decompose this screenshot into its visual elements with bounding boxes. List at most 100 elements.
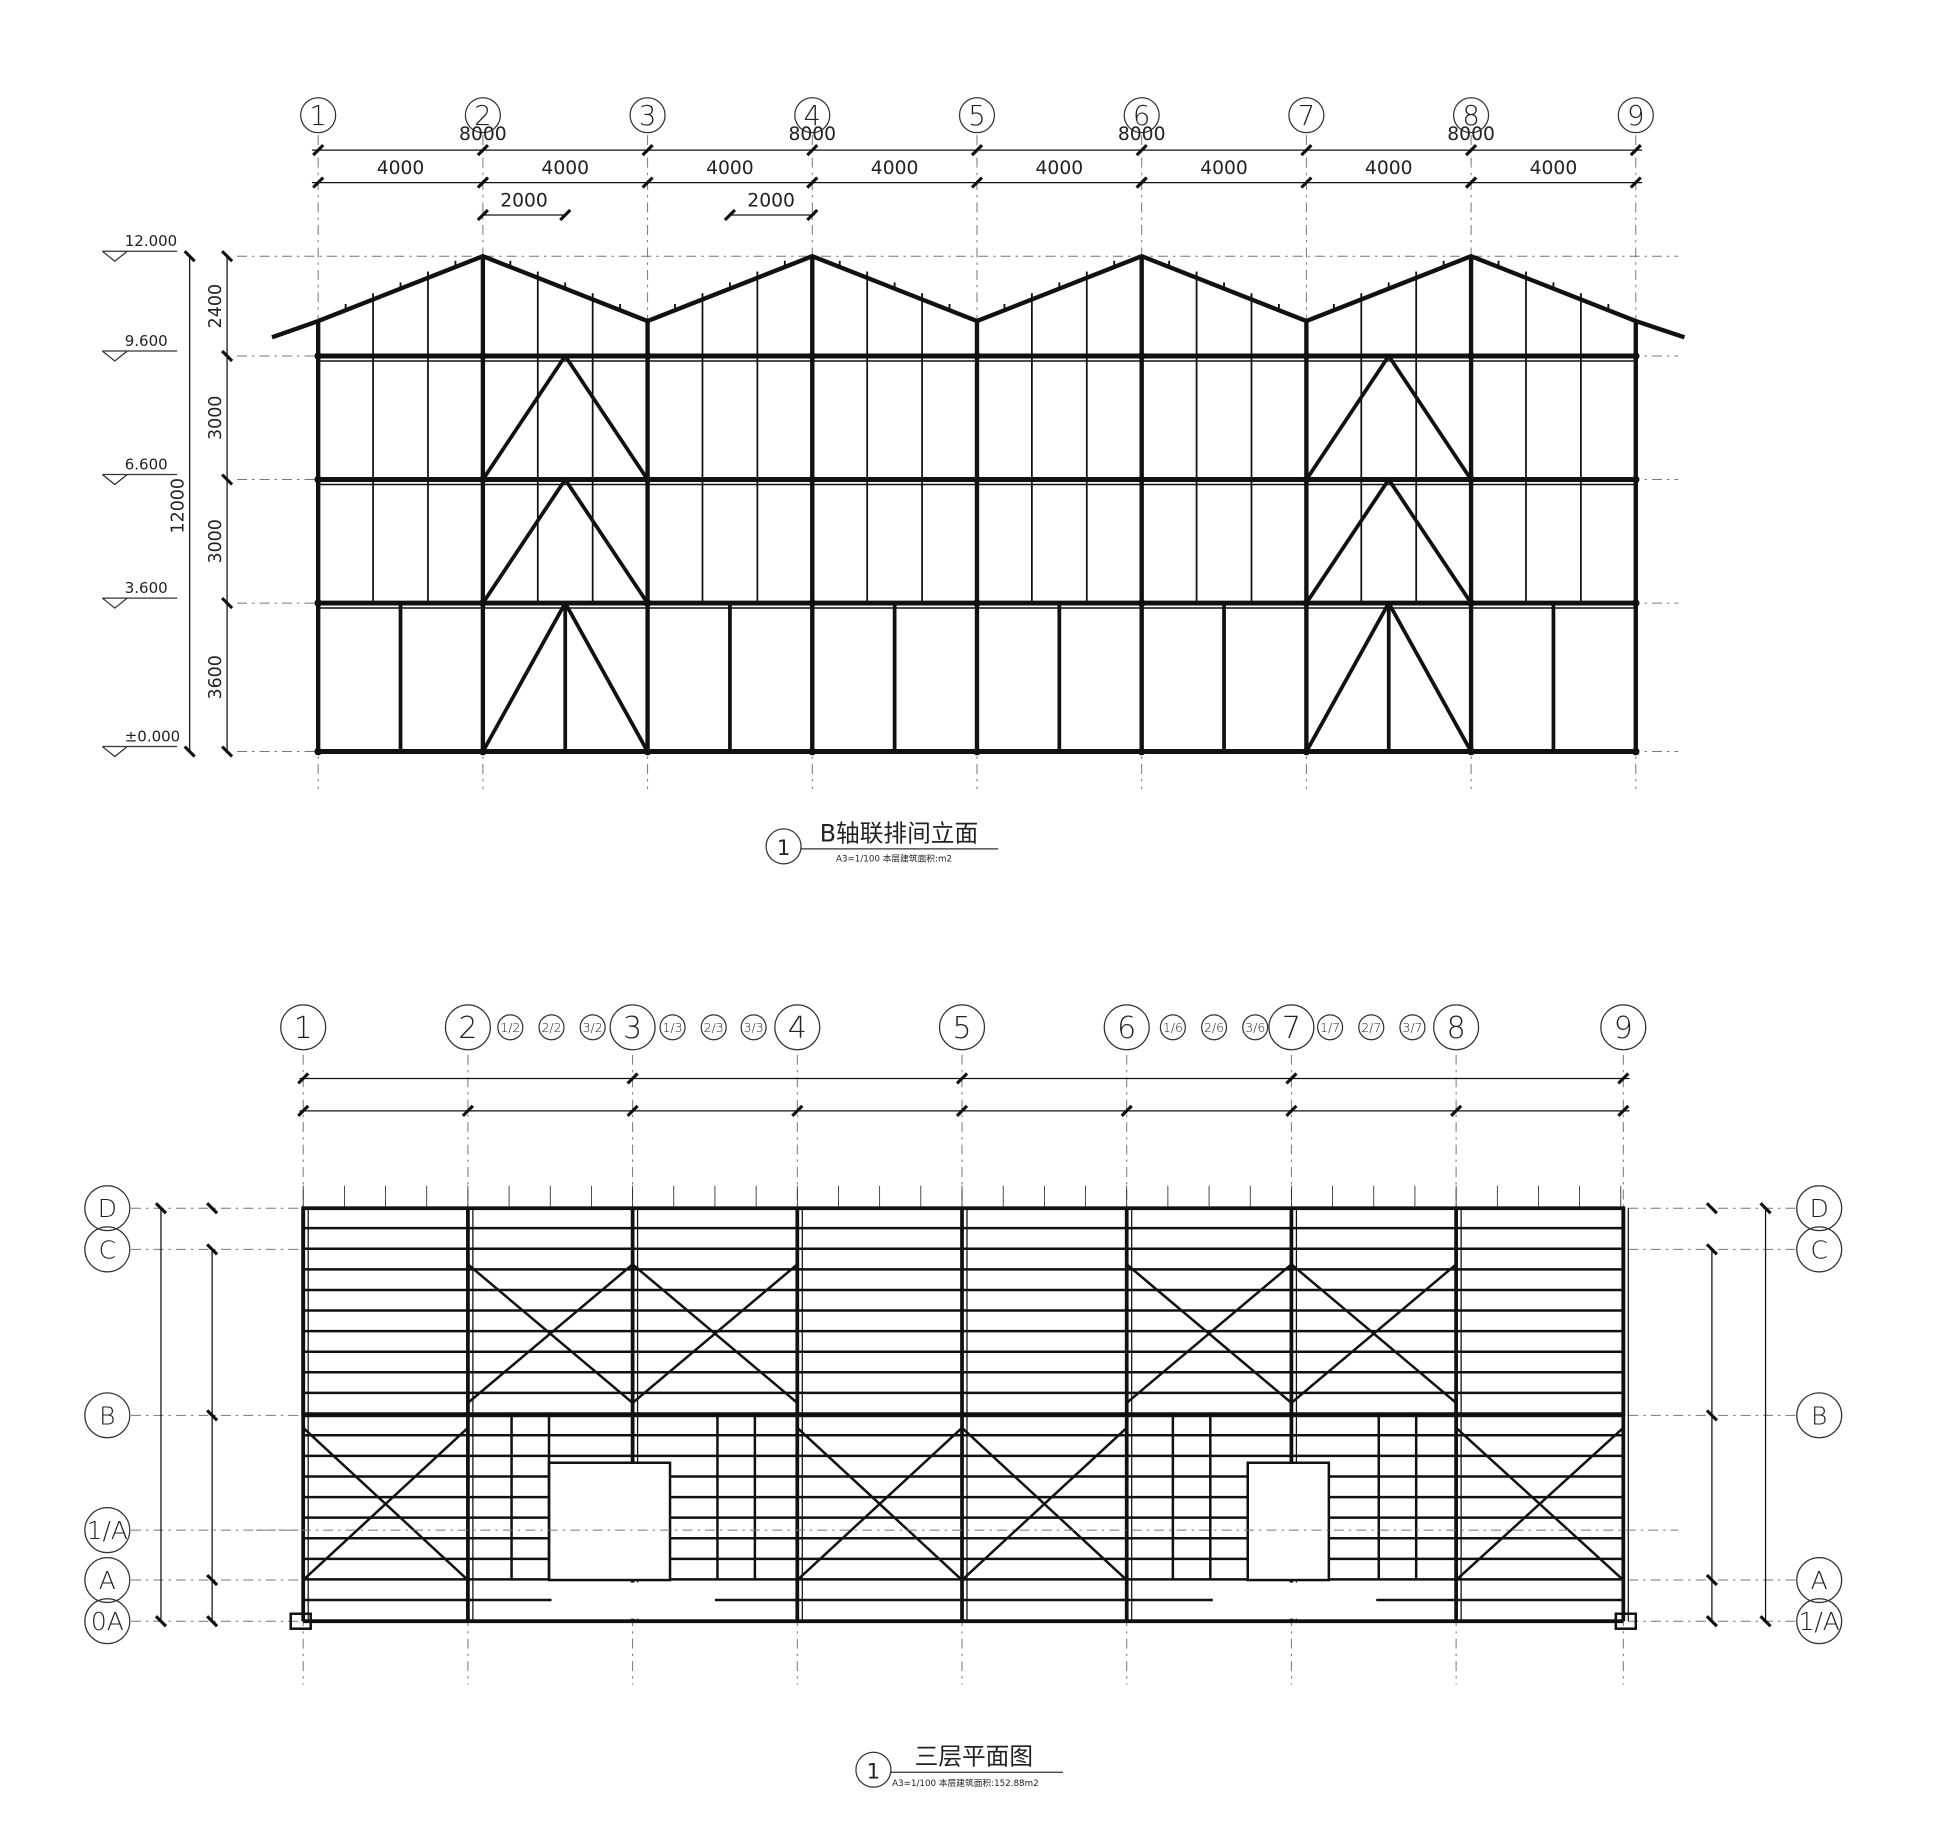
- joint-node: [1467, 747, 1475, 756]
- joint-node: [1302, 352, 1311, 360]
- level-label: 6.600: [125, 456, 168, 474]
- title-index-circle: [855, 1751, 892, 1788]
- diagonal-brace: [481, 602, 567, 753]
- sub-axis-label: 3/6: [1245, 1020, 1265, 1035]
- dimension-4000: 4000: [706, 158, 754, 179]
- dimension-tick: [955, 1104, 969, 1117]
- row-label-left: D: [98, 1194, 117, 1223]
- dimension-tick: [791, 1104, 804, 1117]
- sub-axis-label-circle: [1242, 1014, 1269, 1041]
- dimension-tick: [1759, 1202, 1772, 1215]
- axis-label-7: 7: [1282, 1011, 1301, 1046]
- level-marker-icon: [101, 597, 178, 609]
- diagonal-brace: [1387, 478, 1473, 605]
- dimension-tick: [1285, 1072, 1298, 1085]
- axis-label-2: 2: [458, 1011, 477, 1046]
- row-label-left-circle: [84, 1598, 131, 1645]
- joint-node: [643, 747, 652, 756]
- dimension-tick: [559, 208, 572, 222]
- row-label-left: 1/A: [87, 1516, 128, 1545]
- joint-node: [1632, 599, 1640, 607]
- axis-label-6: 6: [1133, 101, 1150, 132]
- diagonal-brace: [563, 354, 650, 481]
- axis-label-7-circle: [1268, 1004, 1315, 1051]
- diagonal-brace: [563, 478, 650, 605]
- dimension-tick: [1120, 1104, 1133, 1117]
- row-label-left-circle: [84, 1507, 131, 1554]
- dimension-tick: [220, 349, 234, 363]
- total-height-dimension: 12000: [168, 478, 188, 534]
- level-label: 9.600: [125, 332, 168, 350]
- diagonal-brace: [1304, 602, 1391, 753]
- row-label-left: 0A: [91, 1607, 124, 1636]
- axis-label-1: 1: [294, 1011, 313, 1046]
- dimension-4000: 4000: [1036, 158, 1084, 179]
- joint-node: [479, 599, 487, 607]
- dimension-tick: [183, 250, 196, 263]
- dimension-tick: [1464, 176, 1478, 189]
- dimension-tick: [297, 1072, 310, 1085]
- joint-node: [1302, 599, 1311, 607]
- cross-brace: [796, 1426, 963, 1581]
- dimension-4000: 4000: [1530, 158, 1578, 179]
- dimension-tick: [970, 144, 984, 157]
- dimension-8000: 8000: [459, 124, 507, 145]
- axis-label-6: 6: [1117, 1011, 1136, 1046]
- row-label-right-circle: [1796, 1598, 1843, 1645]
- axis-label-3-circle: [609, 1004, 656, 1051]
- elevation-subtitle: A3=1/100 本层建筑面积:m2: [836, 852, 952, 864]
- joint-node: [808, 599, 817, 607]
- anchor-plate-icon: [289, 1612, 312, 1630]
- axis-label-8-circle: [1433, 1004, 1480, 1051]
- joint-node: [1137, 352, 1146, 360]
- dimension-tick: [1135, 176, 1148, 189]
- dimension-tick: [1464, 144, 1478, 157]
- axis-label-9-circle: [1617, 97, 1654, 134]
- dimension-tick: [1705, 1615, 1718, 1628]
- dimension-4000: 4000: [541, 158, 589, 179]
- diagonal-brace: [481, 478, 567, 605]
- dimension-tick: [206, 1243, 219, 1256]
- dimension-tick: [641, 176, 654, 189]
- sub-axis-label-circle: [538, 1014, 565, 1041]
- dimension-tick: [1705, 1409, 1718, 1422]
- row-label-right: A: [1811, 1566, 1828, 1595]
- diagonal-brace: [563, 602, 650, 753]
- dimension-tick: [626, 1072, 639, 1085]
- row-label-left-circle: [84, 1556, 131, 1604]
- joint-node: [643, 475, 652, 484]
- axis-label-4: 4: [788, 1011, 807, 1046]
- sub-axis-label: 1/2: [500, 1020, 520, 1035]
- dimension-tick: [220, 745, 234, 758]
- joint-node: [808, 475, 817, 484]
- axis-label-5-circle: [958, 97, 996, 134]
- level-marker-icon: [101, 745, 178, 758]
- diagonal-brace: [1304, 354, 1391, 481]
- axis-label-5: 5: [952, 1011, 971, 1046]
- sub-axis-label-circle: [740, 1014, 767, 1041]
- dimension-tick: [1705, 1202, 1718, 1215]
- level-marker-icon: [101, 473, 178, 486]
- joint-node: [1632, 747, 1640, 756]
- dimension-tick: [1135, 144, 1148, 157]
- dimension-tick: [1300, 144, 1313, 157]
- row-label-right-circle: [1796, 1392, 1843, 1439]
- joint-node: [643, 352, 652, 360]
- cross-brace: [1125, 1263, 1293, 1404]
- dimension-2000: 2000: [747, 190, 795, 211]
- axis-label-3: 3: [623, 1011, 642, 1046]
- dimension-8000: 8000: [1447, 124, 1495, 145]
- axis-label-8-circle: [1452, 97, 1490, 134]
- dimension-tick: [1705, 1243, 1718, 1256]
- title-index: 1: [867, 1759, 881, 1784]
- axis-label-1-circle: [300, 97, 337, 134]
- joint-node: [973, 747, 981, 756]
- sub-axis-label: 3/2: [583, 1020, 603, 1035]
- sub-axis-label: 1/3: [662, 1020, 682, 1035]
- axis-label-9-circle: [1600, 1004, 1647, 1051]
- dimension-tick: [1300, 176, 1313, 189]
- sub-axis-label-circle: [1159, 1014, 1186, 1041]
